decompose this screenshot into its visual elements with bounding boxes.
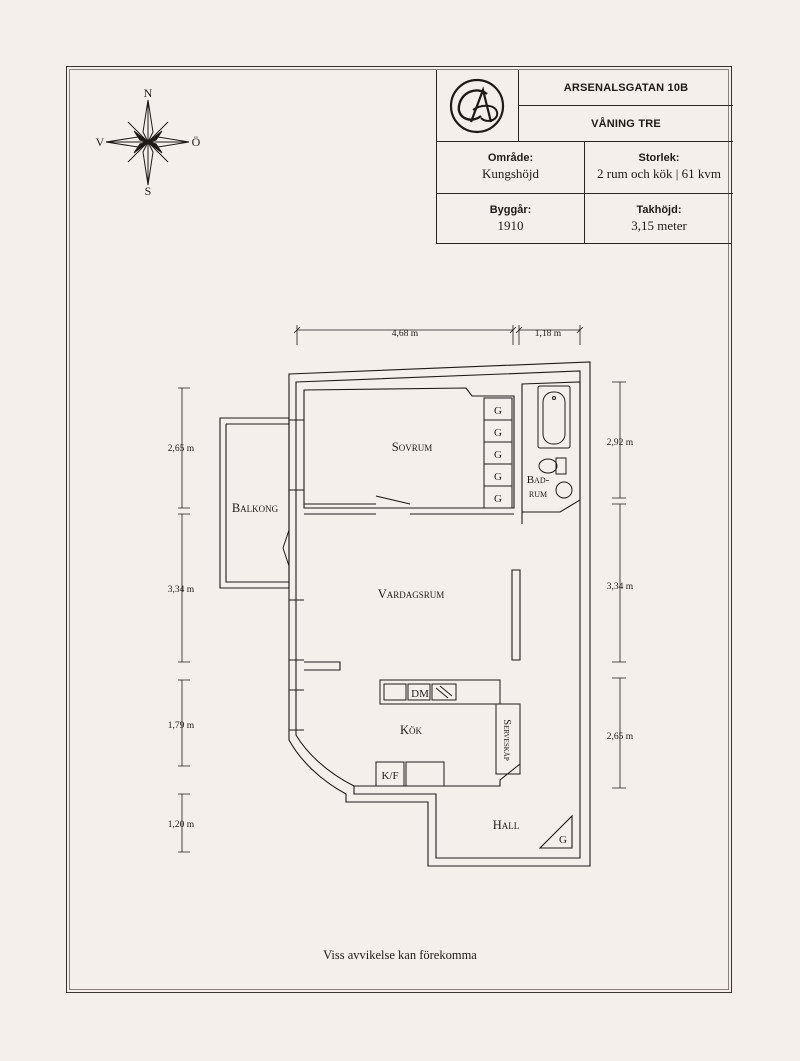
wardrobe-label: G bbox=[494, 449, 502, 461]
area-label: Område: bbox=[487, 152, 534, 164]
size-label: Storlek: bbox=[638, 152, 680, 164]
wardrobe-label: G bbox=[494, 427, 502, 439]
compass-south: S bbox=[145, 184, 152, 198]
walls bbox=[219, 361, 591, 867]
dim-left-4: 1,20 m bbox=[168, 820, 195, 830]
room-badrum-line1: Bad- bbox=[527, 474, 550, 486]
toilet-icon bbox=[538, 457, 567, 475]
compass-east: Ö bbox=[192, 135, 201, 149]
dishwasher-label: DM bbox=[411, 688, 429, 700]
hall-wardrobe-label: G bbox=[559, 834, 567, 846]
room-serveringsskap: Serveskåp bbox=[501, 719, 512, 761]
floor-cell: VÅNING TRE bbox=[519, 106, 733, 142]
built-value: 1910 bbox=[497, 218, 524, 233]
built-label: Byggår: bbox=[489, 204, 532, 216]
dim-left-3: 1,79 m bbox=[168, 721, 195, 731]
size-value: 2 rum och kök | 61 kvm bbox=[597, 166, 721, 181]
size-cell: Storlek: 2 rum och kök | 61 kvm bbox=[585, 142, 733, 194]
compass-north: N bbox=[144, 86, 153, 100]
inner-frame bbox=[69, 69, 729, 990]
wardrobe-label: G bbox=[494, 493, 502, 505]
address-title: ARSENALSGATAN 10B bbox=[563, 82, 689, 94]
balcony-door bbox=[282, 529, 290, 567]
dim-right-1: 2,92 m bbox=[607, 438, 634, 448]
fridge-freezer-label: K/F bbox=[381, 770, 398, 782]
disclaimer: Viss avvikelse kan förekomma bbox=[323, 948, 477, 962]
monogram-logo-icon bbox=[449, 78, 505, 134]
built-cell: Byggår: 1910 bbox=[437, 194, 585, 244]
room-badrum-line2: rum bbox=[529, 488, 547, 500]
room-hall: Hall bbox=[493, 818, 520, 832]
area-value: Kungshöjd bbox=[481, 166, 540, 181]
dim-right-3: 2,65 m bbox=[607, 732, 634, 742]
dimension-lines bbox=[178, 325, 626, 853]
room-kok: Kök bbox=[400, 723, 423, 737]
area-cell: Område: Kungshöjd bbox=[437, 142, 585, 194]
kitchen-counter bbox=[375, 679, 521, 787]
address-cell: ARSENALSGATAN 10B bbox=[519, 70, 733, 106]
floor-title: VÅNING TRE bbox=[591, 118, 661, 130]
compass-rose-icon bbox=[105, 99, 190, 186]
dim-left-1: 2,65 m bbox=[168, 444, 195, 454]
wardrobes bbox=[483, 397, 513, 509]
dimension-labels: 4,68 m 1,18 m 2,65 m 3,34 m 1,79 m 1,20 … bbox=[168, 329, 634, 830]
ceiling-value: 3,15 meter bbox=[631, 218, 687, 233]
room-balkong: Balkong bbox=[232, 501, 279, 515]
sink-icon bbox=[555, 481, 573, 499]
logo-cell bbox=[437, 70, 519, 142]
outer-frame bbox=[66, 66, 732, 993]
room-sovrum: Sovrum bbox=[392, 440, 432, 454]
compass-west: V bbox=[96, 135, 105, 149]
ceiling-cell: Takhöjd: 3,15 meter bbox=[585, 194, 733, 244]
dim-top-left: 4,68 m bbox=[392, 329, 419, 339]
wardrobe-label: G bbox=[494, 405, 502, 417]
dim-top-right: 1,18 m bbox=[535, 329, 562, 339]
wardrobe-label: G bbox=[494, 471, 502, 483]
ceiling-label: Takhöjd: bbox=[636, 204, 682, 216]
dim-left-2: 3,34 m bbox=[168, 585, 195, 595]
dim-right-2: 3,34 m bbox=[607, 582, 634, 592]
room-vardagsrum: Vardagsrum bbox=[378, 587, 445, 601]
bathtub-icon bbox=[537, 385, 571, 449]
info-table: ARSENALSGATAN 10B VÅNING TRE Område: Kun… bbox=[436, 70, 733, 244]
